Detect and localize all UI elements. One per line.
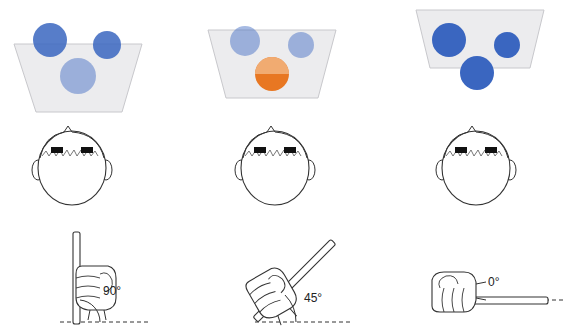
angle-label: 0° <box>488 276 499 288</box>
scene-panel-2 <box>208 26 336 98</box>
head-figure <box>235 126 315 205</box>
head-figure <box>436 126 516 205</box>
scene-panel-1 <box>14 23 142 112</box>
scene-panel-3 <box>416 10 544 90</box>
hand-phone-90 <box>60 232 150 324</box>
hand-phone-45 <box>244 239 350 331</box>
head-figure <box>32 126 112 205</box>
angle-label: 90° <box>103 285 121 297</box>
angle-label: 45° <box>304 292 322 304</box>
hand-phone-0 <box>432 272 563 312</box>
